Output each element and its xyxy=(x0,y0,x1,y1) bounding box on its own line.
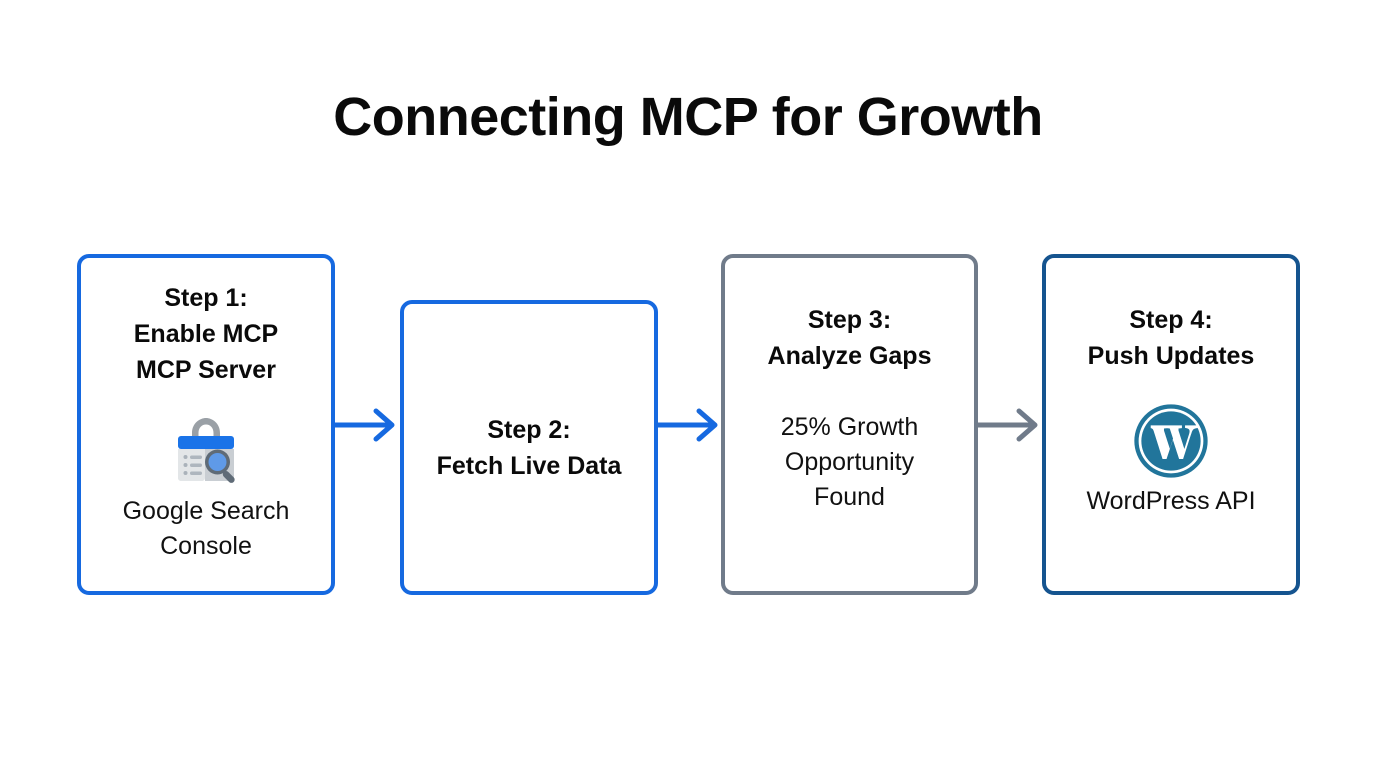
connector-arrow-step3-step4 xyxy=(973,398,1049,452)
flow-step-3-heading: Step 3: Analyze Gaps xyxy=(767,306,932,370)
flow-step-2-card[interactable]: Step 2: Fetch Live Data xyxy=(400,300,658,595)
google-search-console-icon xyxy=(167,412,245,486)
flow-step-4-heading: Step 4: Push Updates xyxy=(1087,306,1255,370)
flow-step-1-body: Google Search Console xyxy=(122,497,290,560)
flow-step-1-card[interactable]: Step 1: Enable MCP MCP Server xyxy=(77,254,335,595)
connector-arrow-step1-step2 xyxy=(330,398,406,452)
flow-step-3-body: 25% Growth Opportunity Found xyxy=(780,413,919,511)
flow-step-1-heading: Step 1: Enable MCP MCP Server xyxy=(133,284,279,384)
flow-step-4-body: WordPress API xyxy=(1086,487,1256,515)
flow-step-2-heading: Step 2: Fetch Live Data xyxy=(436,415,622,480)
page-title: Connecting MCP for Growth xyxy=(333,87,1043,147)
wordpress-icon xyxy=(1132,402,1210,480)
connector-arrow-step2-step3 xyxy=(653,398,729,452)
flow-step-3-card[interactable]: Step 3: Analyze Gaps 25% Growth Opportun… xyxy=(721,254,978,595)
flow-step-4-card[interactable]: Step 4: Push Updates WordPress API xyxy=(1042,254,1300,595)
